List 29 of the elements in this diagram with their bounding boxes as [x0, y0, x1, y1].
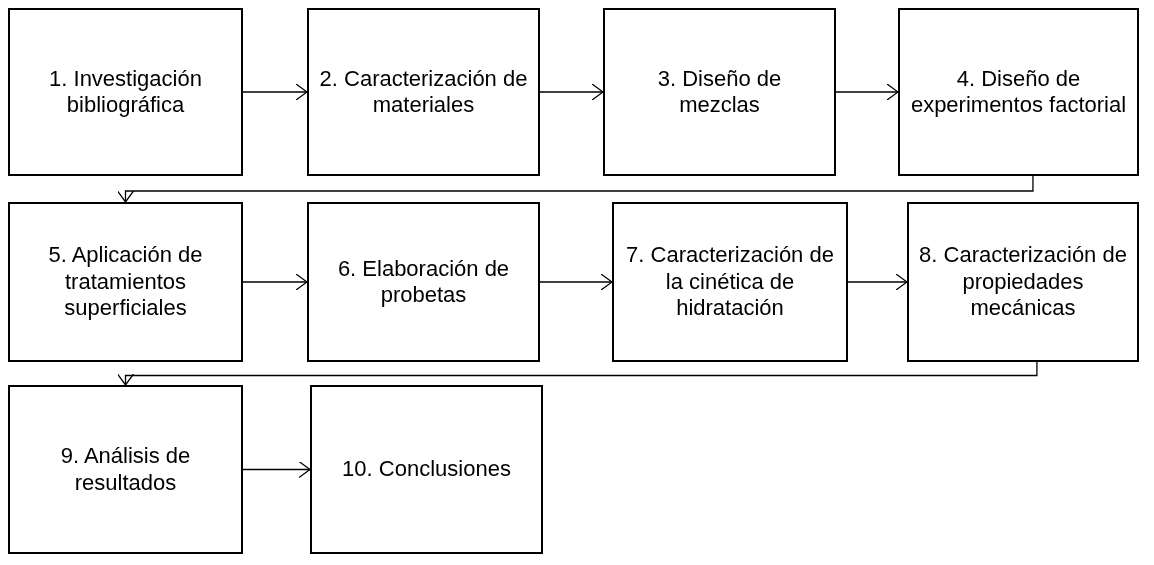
- step-label: 7. Caracterización de la cinética de hidratación: [625, 242, 835, 322]
- process-box: [307, 8, 540, 176]
- step-label: 5. Aplicación de tratamientos superficiales: [47, 242, 204, 322]
- process-box: [310, 385, 543, 554]
- arrow: [116, 361, 1038, 386]
- step-label: 3. Diseño de mezclas: [656, 65, 783, 119]
- step-label: 1. Investigación bibliográfica: [48, 65, 203, 119]
- process-box: [907, 202, 1139, 362]
- arrow: [242, 460, 311, 479]
- arrow: [242, 83, 308, 101]
- arrow: [539, 83, 604, 101]
- step-label: 2. Caracterización de materiales: [319, 65, 528, 119]
- process-box: [307, 202, 540, 362]
- process-box: [8, 8, 243, 176]
- step-label: 8. Caracterización de propiedades mecánicas: [919, 242, 1127, 322]
- step-label: 6. Elaboración de probetas: [336, 255, 511, 309]
- process-box: [8, 385, 243, 554]
- step-label: 10. Conclusiones: [342, 456, 511, 483]
- process-box: [8, 202, 243, 362]
- process-box: [612, 202, 848, 362]
- process-box: [898, 8, 1139, 176]
- arrow: [847, 273, 908, 291]
- arrow: [835, 83, 899, 101]
- arrow: [242, 273, 308, 291]
- step-label: 4. Diseño de experimentos factorial: [910, 65, 1127, 119]
- arrow: [539, 273, 613, 291]
- process-box: [603, 8, 836, 176]
- arrow: [116, 175, 1034, 203]
- step-label: 9. Análisis de resultados: [59, 443, 192, 496]
